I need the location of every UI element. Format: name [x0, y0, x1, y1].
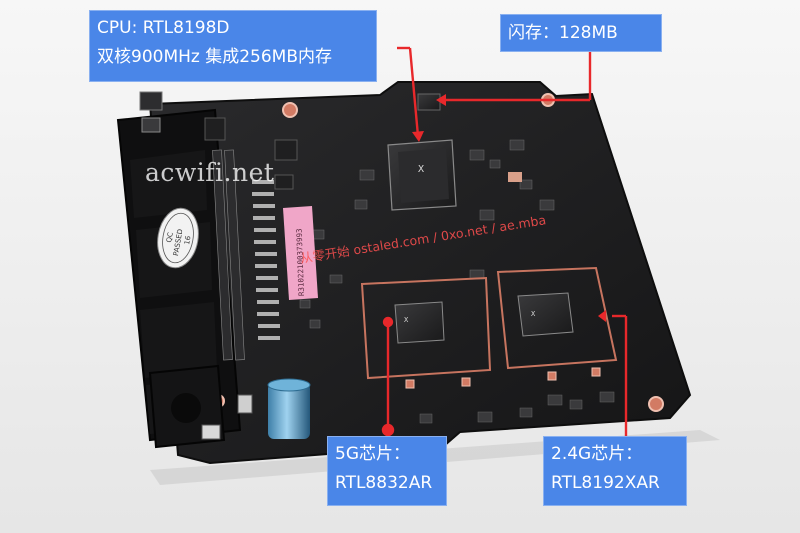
- sticker-text: R31022100373993: [295, 228, 306, 296]
- svg-text:X: X: [418, 164, 424, 175]
- chip-24g-callout: 2.4G芯片： RTL8192XAR: [543, 436, 687, 506]
- capacitor: [267, 378, 311, 439]
- qc-seal: QC PASSED 16: [157, 207, 199, 269]
- switch-components: [139, 91, 298, 190]
- chip-24g-model: RTL8192XAR: [551, 473, 660, 493]
- svg-text:X: X: [531, 310, 536, 318]
- serial-sticker: R31022100373993: [283, 206, 318, 300]
- flash-callout: 闪存：128MB: [500, 14, 662, 52]
- chip-5g-title: 5G芯片：: [335, 444, 410, 464]
- site-watermark: acwifi.net: [145, 158, 275, 187]
- pin-headers: [212, 149, 245, 361]
- cpu-model-label: CPU: RTL8198D: [97, 18, 230, 38]
- cpu-spec-label: 双核900MHz 集成256MB内存: [97, 47, 333, 67]
- chip-5g-callout: 5G芯片： RTL8832AR: [327, 436, 447, 506]
- callout-arrows: [381, 46, 628, 438]
- chip-24g-title: 2.4G芯片：: [551, 444, 643, 464]
- flash-size-label: 闪存：128MB: [508, 23, 618, 43]
- svg-text:16: 16: [183, 235, 193, 246]
- chip-5g-model: RTL8832AR: [335, 473, 433, 493]
- svg-text:X: X: [404, 316, 409, 324]
- cpu-chip: X: [387, 139, 457, 211]
- rf-shield-24g: X: [496, 266, 618, 370]
- flash-chip: [417, 93, 441, 111]
- rf-shield-5g: X: [360, 276, 492, 380]
- cpu-callout: CPU: RTL8198D 双核900MHz 集成256MB内存: [89, 10, 377, 82]
- svg-text:QC: QC: [165, 231, 175, 243]
- reset-button: [201, 424, 221, 440]
